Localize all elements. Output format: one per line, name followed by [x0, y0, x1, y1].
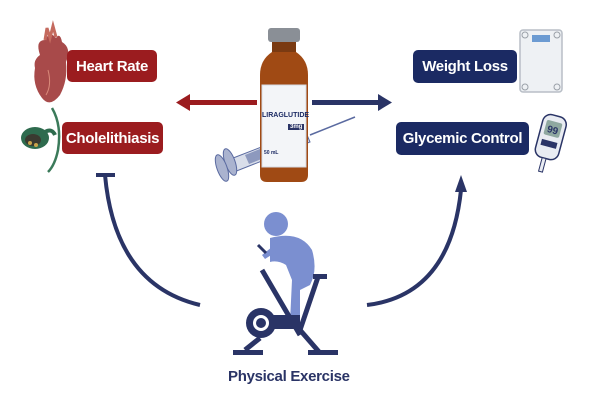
- weight-loss-box: Weight Loss: [413, 50, 517, 83]
- activation-curve-icon: [366, 175, 467, 307]
- heart-icon: [34, 20, 69, 103]
- glucometer-icon: 99: [534, 113, 568, 173]
- drug-name: LIRAGLUTIDE: [262, 112, 310, 119]
- left-arrow-icon: [176, 94, 257, 111]
- inhibition-curve-icon: [96, 173, 201, 307]
- drug-dose: 3mg: [288, 124, 305, 130]
- right-arrow-icon: [312, 94, 392, 111]
- glycemic-control-box: Glycemic Control: [396, 122, 529, 155]
- exercise-bike-icon: [233, 212, 338, 355]
- gallbladder-icon: [21, 107, 61, 173]
- scale-icon: [519, 29, 563, 93]
- vial-icon: [260, 28, 308, 182]
- svg-text:99: 99: [546, 124, 560, 138]
- physical-exercise-label: Physical Exercise: [228, 368, 350, 385]
- cholelithiasis-box: Cholelithiasis: [62, 122, 163, 154]
- heart-rate-box: Heart Rate: [67, 50, 157, 82]
- drug-volume: 50 mL: [264, 150, 279, 156]
